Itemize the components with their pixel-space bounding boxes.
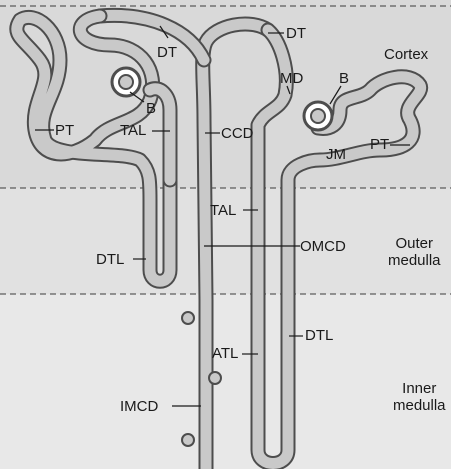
label-tal-lower: TAL (210, 202, 236, 219)
zone-label-cortex: Cortex (384, 46, 428, 63)
label-dtl-right: DTL (305, 327, 333, 344)
label-atl: ATL (212, 345, 238, 362)
label-omcd: OMCD (300, 238, 346, 255)
zone-label-inner-line1: Inner (393, 380, 446, 397)
label-md: MD (280, 70, 303, 87)
zone-label-inner-medulla: Inner medulla (393, 380, 446, 414)
label-jm: JM (326, 146, 346, 163)
zone-label-outer-line2: medulla (388, 252, 441, 269)
label-b-left: B (146, 100, 156, 117)
label-pt-right: PT (370, 136, 389, 153)
label-dt-left: DT (157, 44, 177, 61)
zone-label-outer-line1: Outer (388, 235, 441, 252)
label-ccd: CCD (221, 125, 254, 142)
inner-medulla-band (0, 294, 451, 469)
label-tal-upper: TAL (120, 122, 146, 139)
glomerulus-left (119, 75, 133, 89)
label-dt-right: DT (286, 25, 306, 42)
label-b-right: B (339, 70, 349, 87)
zone-label-outer-medulla: Outer medulla (388, 235, 441, 269)
glomerulus-right (311, 109, 325, 123)
label-pt-left: PT (55, 122, 74, 139)
label-imcd: IMCD (120, 398, 158, 415)
label-dtl-left: DTL (96, 251, 124, 268)
zone-label-inner-line2: medulla (393, 397, 446, 414)
